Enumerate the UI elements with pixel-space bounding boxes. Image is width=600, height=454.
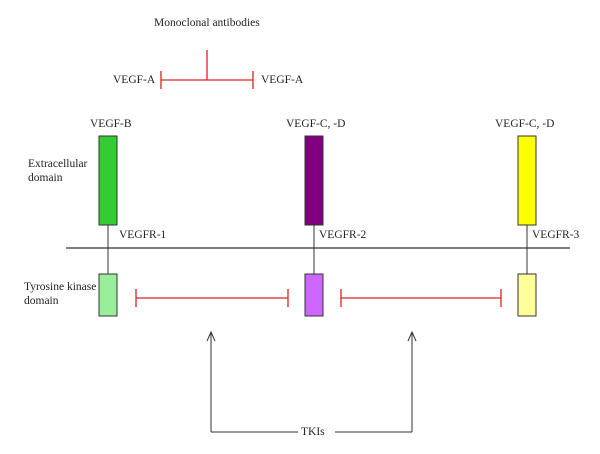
tki-inhibitor-left	[135, 289, 289, 307]
tyrosine-kinase-label-line1: Tyrosine kinase	[24, 281, 97, 293]
vegf-a-left-label: VEGF-A	[113, 74, 156, 86]
vegfr3-extracellular-domain	[517, 135, 537, 226]
tkis-label: TKIs	[301, 426, 325, 438]
tyrosine-kinase-label-line2: domain	[24, 295, 59, 307]
tki-arrowhead-left	[206, 330, 216, 342]
vegf-a-right-label: VEGF-A	[261, 74, 304, 86]
tki-inhibitor-right	[340, 289, 502, 307]
vegfr3-label: VEGFR-3	[532, 229, 580, 241]
vegfr3-kinase-domain	[517, 273, 537, 317]
vegf-cd-mid-label: VEGF-C, -D	[286, 118, 346, 130]
vegfr2-kinase-domain	[304, 273, 324, 317]
extracellular-label-line1: Extracellular	[28, 158, 88, 170]
vegf-cd-right-label: VEGF-C, -D	[495, 118, 555, 130]
vegf-b-label: VEGF-B	[90, 118, 132, 130]
tki-arrowhead-right	[407, 330, 417, 342]
extracellular-label-line2: domain	[28, 172, 63, 184]
antibody-inhibitor	[160, 50, 254, 89]
vegfr1-label: VEGFR-1	[119, 229, 167, 241]
vegfr2-label: VEGFR-2	[319, 229, 367, 241]
tki-arrows	[206, 330, 417, 433]
vegfr2-extracellular-domain	[304, 135, 324, 226]
monoclonal-antibodies-label: Monoclonal antibodies	[154, 17, 260, 29]
receptor-stems	[107, 225, 528, 274]
vegfr1-extracellular-domain	[98, 135, 118, 226]
vegfr1-kinase-domain	[98, 273, 118, 317]
